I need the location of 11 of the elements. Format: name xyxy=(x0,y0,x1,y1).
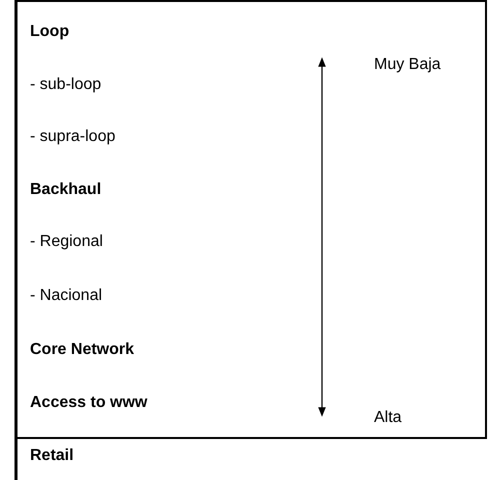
list-item: - Nacional xyxy=(30,286,102,306)
list-item: - supra-loop xyxy=(30,127,116,147)
section-heading: Access to www xyxy=(30,393,148,413)
section-heading: Core Network xyxy=(30,340,134,360)
list-item: - Regional xyxy=(30,232,103,252)
list-item: - sub-loop xyxy=(30,75,102,95)
scale-label: Muy Baja xyxy=(374,55,441,75)
section-heading: Backhaul xyxy=(30,180,102,200)
scale-label: Alta xyxy=(374,408,402,428)
section-heading: Retail xyxy=(30,446,74,466)
section-heading: Loop xyxy=(30,22,70,42)
